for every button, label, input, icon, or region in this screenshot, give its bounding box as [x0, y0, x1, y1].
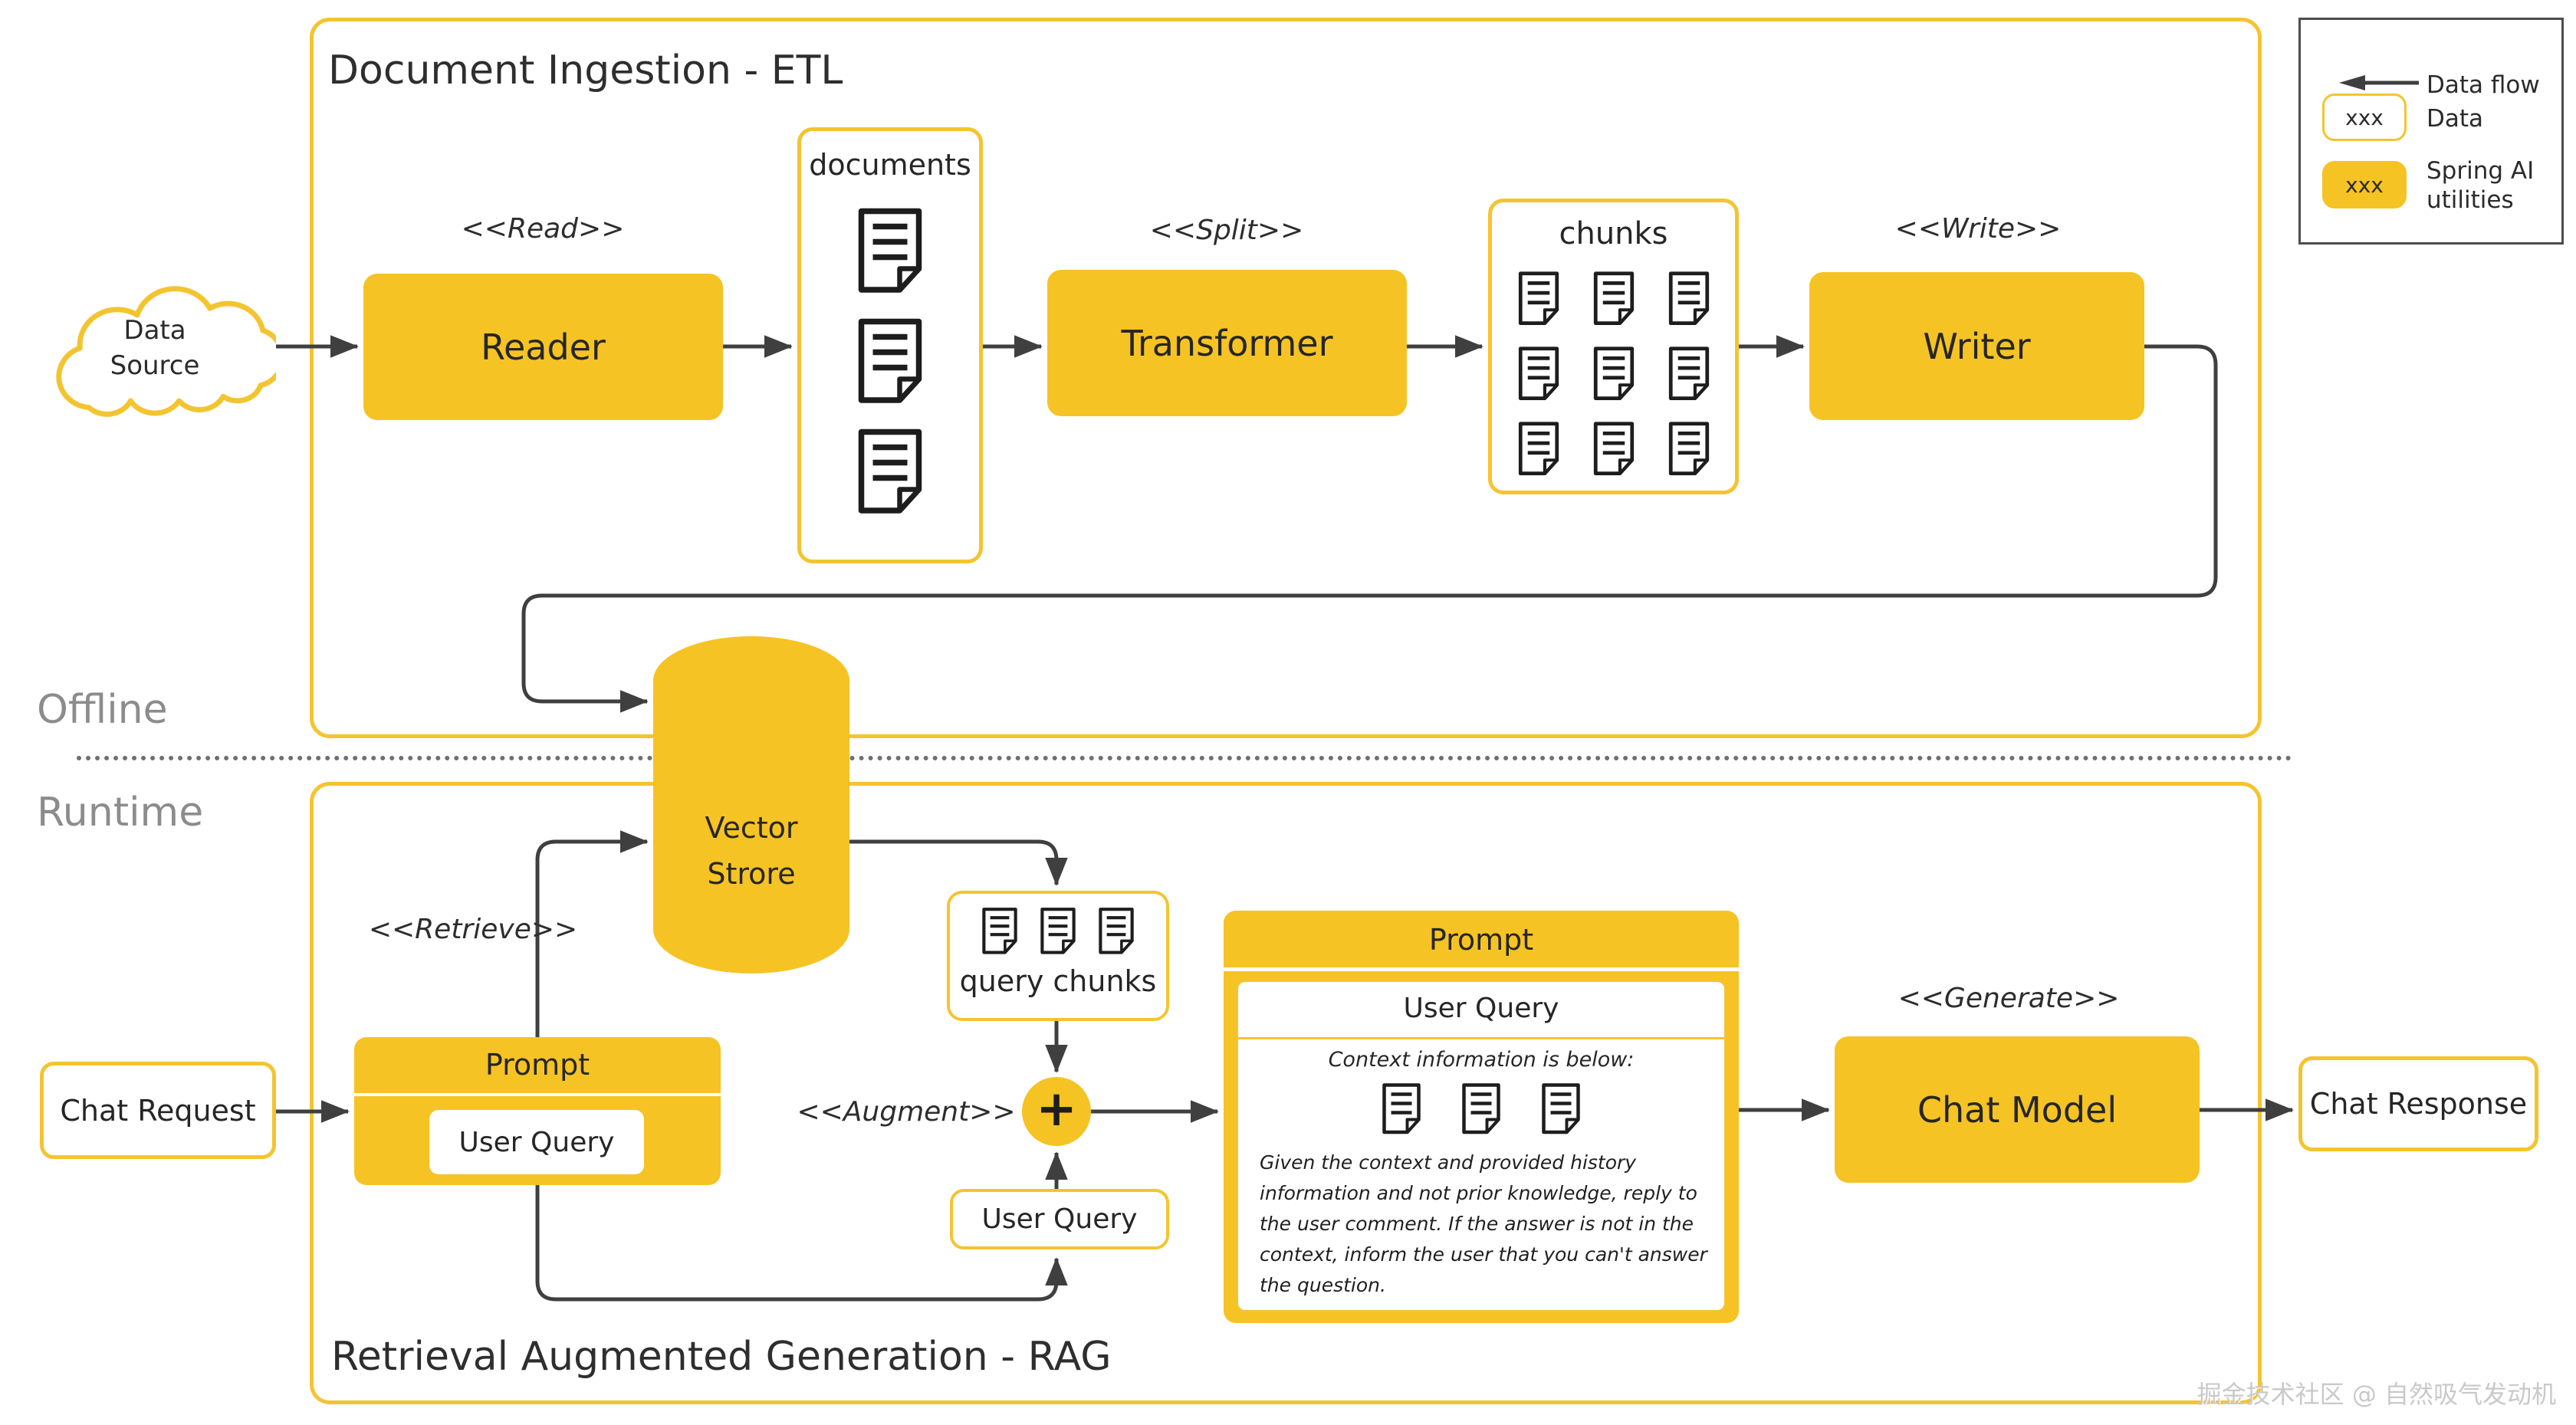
document-icon	[858, 318, 922, 403]
query-chunk-icons	[978, 906, 1138, 957]
offline-runtime-divider	[77, 756, 2292, 760]
document-icon	[1040, 908, 1076, 954]
read-stereotype: <<Read>>	[461, 213, 625, 245]
writer-node: Writer	[1809, 272, 2144, 420]
document-icon	[1518, 422, 1559, 476]
document-icons	[852, 205, 928, 519]
rag-title: Retrieval Augmented Generation - RAG	[331, 1334, 1112, 1380]
legend-data-label: Data	[2426, 105, 2484, 133]
chunk-icons	[1514, 270, 1714, 478]
lane-runtime-label: Runtime	[37, 790, 204, 836]
user-query-divider	[1238, 1037, 1724, 1039]
data-source-node: Data Source	[34, 267, 285, 429]
document-icon	[1382, 1083, 1421, 1134]
generate-stereotype: <<Generate>>	[1898, 983, 2120, 1014]
document-icon	[982, 908, 1017, 954]
legend-data-swatch: xxx	[2322, 94, 2407, 141]
legend-spring-swatch: xxx	[2322, 161, 2407, 208]
prompt-detail-user-query: User Query	[1403, 993, 1559, 1024]
document-icon	[1099, 908, 1134, 954]
split-stereotype: <<Split>>	[1149, 215, 1304, 246]
query-chunks-title: query chunks	[959, 964, 1157, 998]
document-icon	[1593, 271, 1634, 326]
document-icon	[1518, 271, 1559, 326]
document-icon	[1542, 1083, 1580, 1134]
arrow-writer-vectorstore	[521, 344, 2218, 713]
transformer-node: Transformer	[1047, 270, 1407, 416]
write-stereotype: <<Write>>	[1894, 213, 2062, 245]
legend: Data flow xxx Data xxx Spring AI utiliti…	[2298, 18, 2564, 245]
prompt-detail-title: Prompt	[1428, 923, 1534, 957]
document-icon	[1462, 1083, 1500, 1134]
vector-store-label: Vector Strore	[705, 811, 798, 891]
context-doc-icons	[1238, 1082, 1724, 1137]
document-icon	[1593, 422, 1634, 476]
data-flow-arrow-icon	[2339, 75, 2419, 90]
etl-container	[310, 18, 2262, 738]
etl-title: Document Ingestion - ETL	[328, 48, 843, 94]
legend-spring-label: Spring AI utilities	[2426, 157, 2535, 214]
prompt-instructions: Given the context and provided history i…	[1260, 1151, 1707, 1296]
augment-stereotype: <<Augment>>	[797, 1096, 1016, 1128]
vector-store-node: Vector Strore	[653, 636, 849, 974]
prompt-divider	[354, 1093, 721, 1096]
chunks-title: chunks	[1559, 216, 1668, 251]
prompt-title: Prompt	[485, 1048, 590, 1082]
rag-container	[310, 782, 2262, 1404]
watermark: 掘金技术社区 @ 自然吸气发动机	[2196, 1380, 2556, 1409]
user-query-chip: User Query	[429, 1110, 644, 1174]
arrow-prompt-retrieve-vectorstore	[535, 830, 649, 1037]
document-icon	[1668, 346, 1709, 401]
document-icon	[1593, 346, 1634, 401]
chat-response-node: Chat Response	[2298, 1056, 2538, 1151]
reader-node: Reader	[363, 274, 723, 420]
prompt-detail-body: User Query Context information is below:…	[1236, 980, 1727, 1312]
arrow-prompt-userquery	[535, 1185, 1068, 1302]
lane-offline-label: Offline	[37, 687, 168, 733]
document-icon	[1668, 422, 1709, 476]
prompt-detail-divider	[1224, 967, 1739, 971]
document-icon	[1518, 346, 1559, 401]
chat-request-node: Chat Request	[40, 1062, 276, 1159]
chat-model-node: Chat Model	[1835, 1036, 2200, 1183]
document-icon	[858, 428, 922, 514]
context-heading: Context information is below:	[1328, 1048, 1635, 1072]
prompt-detail-node: Prompt User Query Context information is…	[1224, 911, 1739, 1323]
prompt-node: Prompt User Query	[354, 1037, 721, 1185]
documents-title: documents	[809, 148, 971, 182]
document-icon	[858, 208, 922, 293]
documents-box: documents	[797, 127, 983, 563]
document-icon	[1668, 271, 1709, 326]
arrow-vectorstore-querychunks	[849, 839, 1068, 886]
retrieve-stereotype: <<Retrieve>>	[368, 914, 578, 945]
data-source-label: Data Source	[110, 315, 200, 381]
user-query-node: User Query	[950, 1189, 1169, 1249]
plus-icon: +	[1036, 1081, 1077, 1138]
legend-data-flow-label: Data flow	[2426, 71, 2540, 99]
query-chunks-box: query chunks	[947, 891, 1169, 1021]
cloud-icon	[56, 286, 285, 417]
augment-plus-node: +	[1022, 1077, 1091, 1146]
chunks-box: chunks	[1488, 199, 1739, 494]
